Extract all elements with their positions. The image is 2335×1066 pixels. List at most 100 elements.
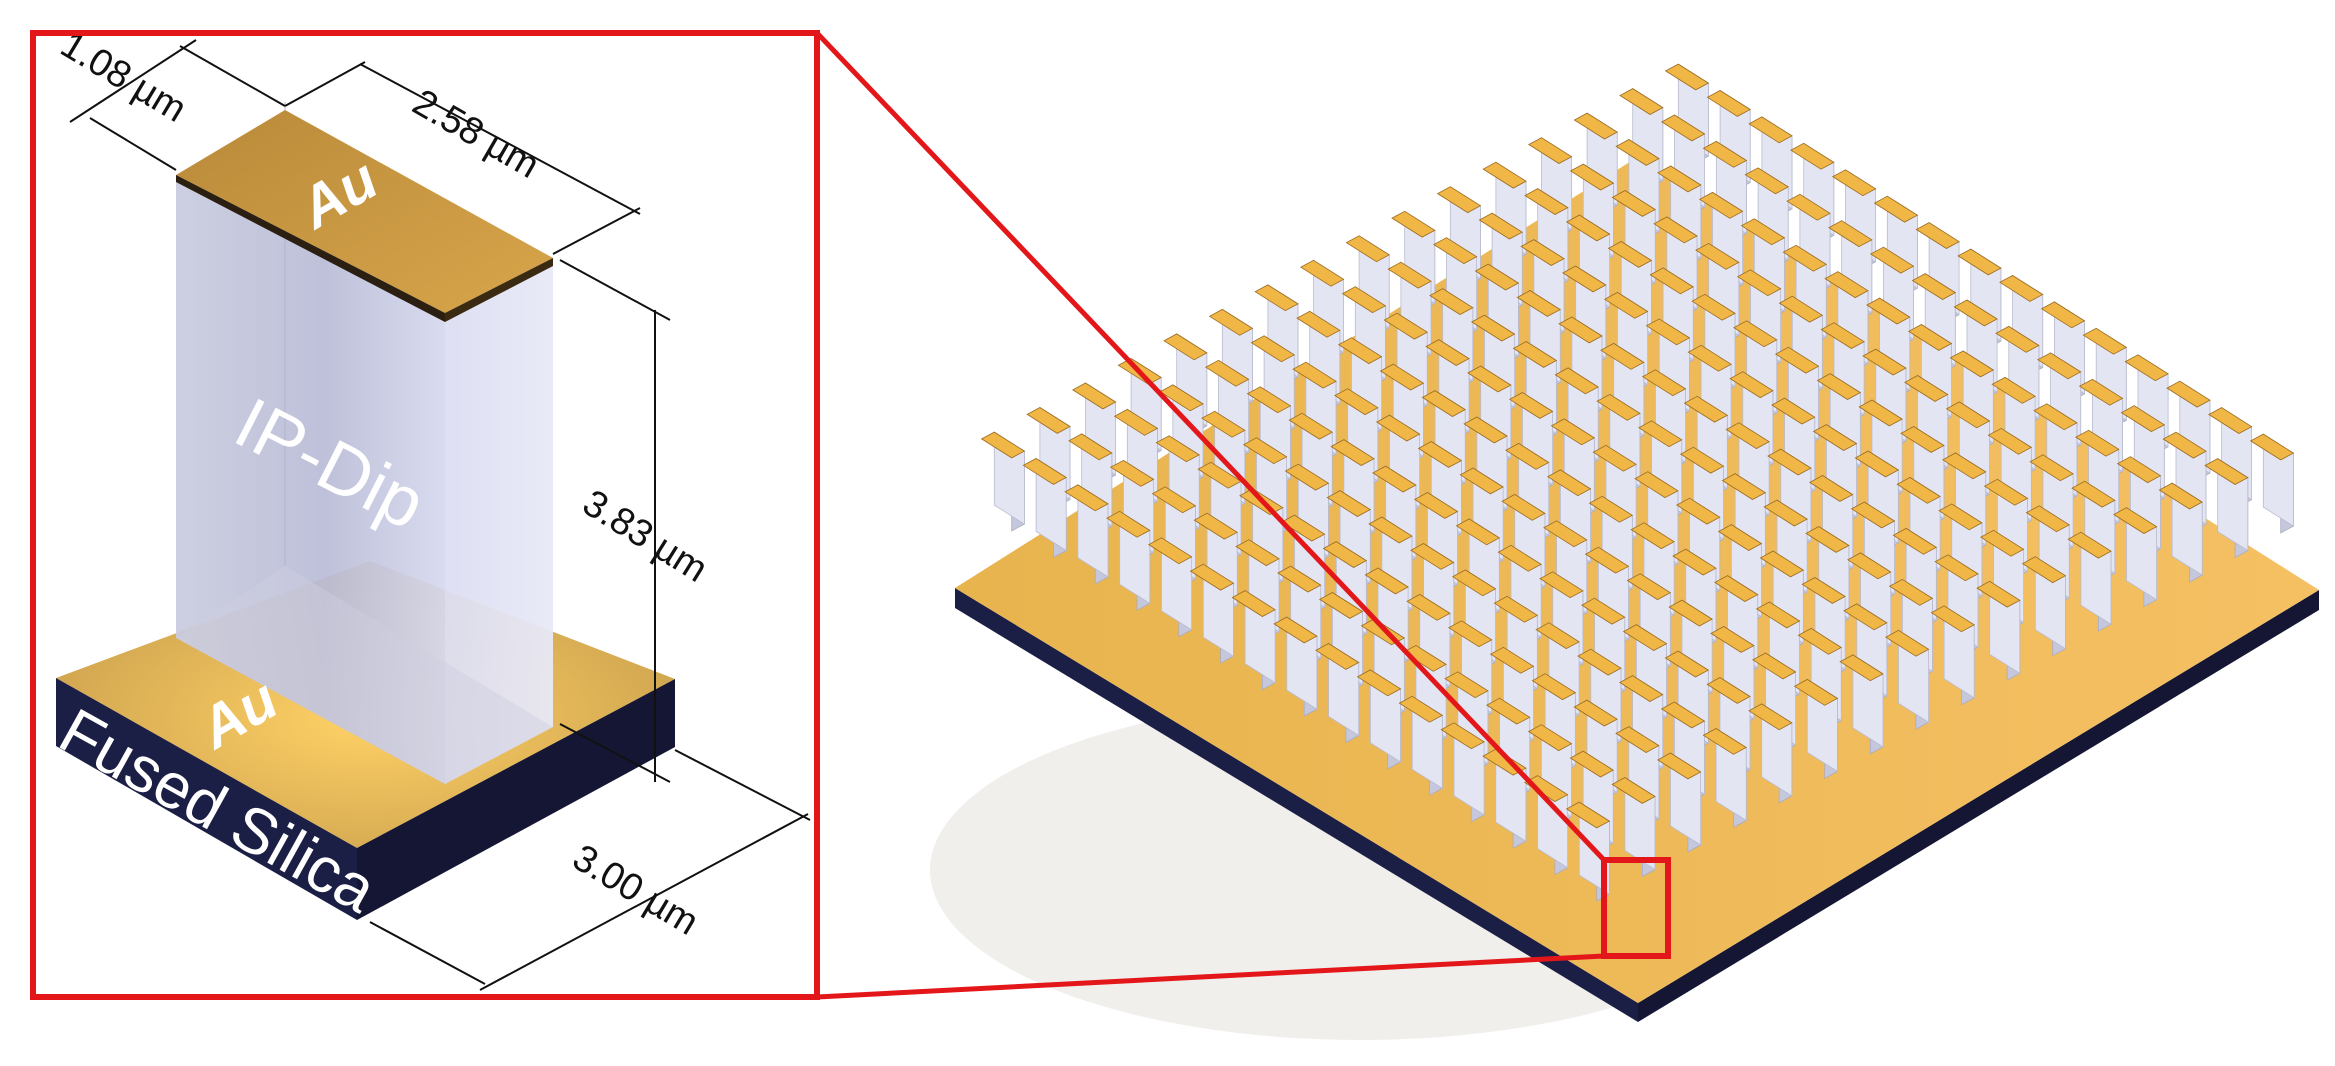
pillar-cap xyxy=(2078,378,2124,406)
pillar-cap xyxy=(1433,237,1478,265)
pillar-cap xyxy=(1451,569,1497,597)
pillar-cap xyxy=(1375,414,1421,442)
pillar-cap xyxy=(1315,643,1360,670)
pillar-cap xyxy=(1072,382,1117,410)
pillar-cap xyxy=(1189,563,1235,591)
pillar-cap xyxy=(1736,269,1782,297)
pillar-cap xyxy=(1486,697,1531,725)
array-pillar xyxy=(1748,703,1793,804)
pillar-cap xyxy=(1064,484,1109,512)
pillar-cap xyxy=(1151,486,1197,514)
pillar-cap xyxy=(1474,263,1520,291)
pillar-cap xyxy=(1904,375,1949,402)
pillar-cap xyxy=(1679,446,1725,474)
pillar-cap xyxy=(1687,344,1732,372)
pillar-cap xyxy=(1448,620,1493,648)
pillar-cap xyxy=(1615,726,1660,753)
pillar-cap xyxy=(2021,556,2067,584)
pillar-cap xyxy=(1657,752,1702,780)
pillar-cap xyxy=(2040,301,2086,329)
pillar-cap xyxy=(1497,544,1542,572)
pillar-cap xyxy=(1163,333,1208,361)
pillar-cap xyxy=(1824,271,1869,299)
pillar-cap xyxy=(1318,592,1364,619)
pillar-cap xyxy=(1417,441,1463,468)
pillar-cap xyxy=(2249,433,2295,461)
gold-cap-edge-right xyxy=(445,258,553,322)
pillar-cap xyxy=(1391,210,1436,238)
array-pillar xyxy=(1064,484,1109,585)
pillar-cap xyxy=(1793,678,1839,706)
pillar-cap xyxy=(1733,320,1778,348)
pillar-cap xyxy=(1546,469,1592,497)
height-dimension-label: 3.83 µm xyxy=(575,482,714,591)
pillar-cap xyxy=(1109,459,1155,487)
pillar-cap xyxy=(1489,646,1535,674)
pillar-cap xyxy=(1600,342,1645,370)
pillar-cap xyxy=(1816,373,1862,400)
pillar-cap xyxy=(1668,599,1713,627)
pillar-cap xyxy=(1113,408,1159,436)
pillar-cap xyxy=(1915,222,1960,249)
pillar-cap xyxy=(1516,290,1561,317)
pillar-cap xyxy=(1197,461,1242,489)
pillar-cap xyxy=(2082,327,2128,355)
pillar-cap xyxy=(1520,239,1565,266)
pillar-cap xyxy=(1622,624,1668,651)
pillar-front-face xyxy=(176,175,445,784)
pillar-cap xyxy=(1657,165,1702,193)
pillar-inner-floor xyxy=(176,566,553,784)
pillar-cap xyxy=(1155,435,1200,463)
pillar-cap xyxy=(1949,350,1995,378)
pillar-cap xyxy=(1698,191,1744,219)
pillar-cap xyxy=(1562,265,1607,293)
pillar-cap xyxy=(1235,539,1280,567)
pillar-cap xyxy=(1786,193,1831,221)
pillar-cap xyxy=(1478,212,1523,240)
pillar-cap xyxy=(2208,407,2253,434)
metasurface-array xyxy=(930,63,2319,1040)
pillar-cap xyxy=(1676,497,1721,525)
pillar-cap xyxy=(1759,550,1805,578)
pillar-grid xyxy=(980,63,2295,902)
callout-box xyxy=(1601,857,1671,959)
pillar-cap xyxy=(1368,516,1413,544)
pillar-cap xyxy=(1980,529,2025,557)
pillar-cap xyxy=(1231,590,1276,617)
pillar-cap xyxy=(1573,112,1618,140)
pillar-cap xyxy=(1250,335,1295,363)
pillar-cap xyxy=(1512,341,1558,368)
pillar-cap xyxy=(1277,565,1322,593)
array-pillar xyxy=(2021,555,2067,657)
pillar-cap xyxy=(1900,426,1945,453)
pillar-cap xyxy=(1501,493,1546,521)
zoom-callout xyxy=(815,31,1671,1000)
pillar-cap xyxy=(1691,293,1736,321)
pillar-cap xyxy=(1201,410,1246,438)
pillar-cap xyxy=(1744,167,1789,195)
pillar-cap xyxy=(1603,291,1649,319)
pillar-cap xyxy=(1683,395,1729,423)
pillar-cap xyxy=(1592,444,1637,472)
array-pillar xyxy=(1440,722,1485,823)
pillar-cap xyxy=(1999,275,2044,302)
pillar-cap xyxy=(1740,218,1786,246)
pillar-cap xyxy=(1839,654,1884,682)
pillar-cap xyxy=(980,431,1026,459)
pillar-cap xyxy=(1535,622,1580,650)
callout-line-top xyxy=(815,31,1606,862)
pillar-cap xyxy=(1300,259,1345,287)
array-pillar xyxy=(1022,457,1067,559)
pillar-cap xyxy=(1778,295,1824,323)
pillar-cap xyxy=(1945,401,1991,429)
pillar-cap xyxy=(1508,392,1554,419)
pillar-cap xyxy=(1341,286,1387,314)
period-dimension-label: 3.00 µm xyxy=(565,837,705,944)
pillar-cap xyxy=(1938,503,1983,531)
pillar-cap xyxy=(1330,439,1375,466)
pillar-cap xyxy=(2067,531,2112,559)
array-pillar xyxy=(980,431,1026,532)
pillar-cap xyxy=(1607,241,1653,268)
array-pillar xyxy=(1885,629,1930,730)
pillar-cap xyxy=(1611,777,1656,804)
